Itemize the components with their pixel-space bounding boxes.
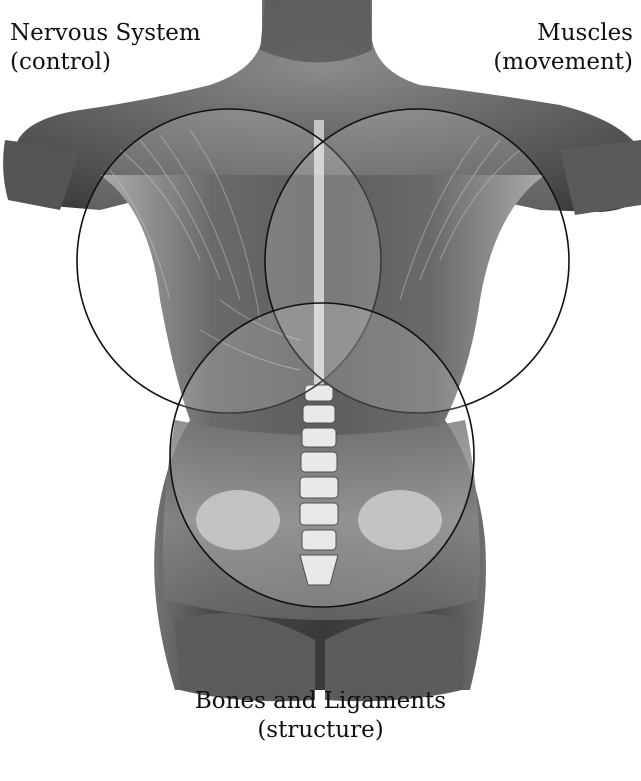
bones-ligaments-subtitle: (structure) [0, 716, 641, 745]
muscles-label: Muscles (movement) [493, 19, 633, 77]
muscles-title: Muscles [493, 19, 633, 48]
nervous-system-subtitle: (control) [10, 48, 201, 77]
nervous-system-label: Nervous System (control) [10, 19, 201, 77]
venn-diagram [77, 109, 569, 607]
bones-ligaments-label: Bones and Ligaments (structure) [0, 687, 641, 745]
bones-ligaments-title: Bones and Ligaments [0, 687, 641, 716]
muscles-subtitle: (movement) [493, 48, 633, 77]
bones-ligaments-circle [170, 303, 474, 607]
nervous-system-title: Nervous System [10, 19, 201, 48]
